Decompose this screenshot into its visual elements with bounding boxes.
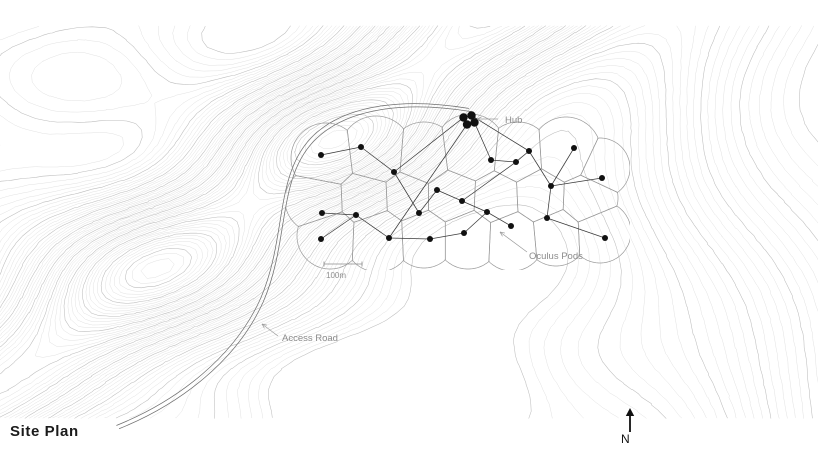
pod-node[interactable] xyxy=(513,159,519,165)
pod-node[interactable] xyxy=(461,230,467,236)
pod-node[interactable] xyxy=(391,169,397,175)
access-road[interactable] xyxy=(116,103,472,430)
hub-link xyxy=(471,115,530,152)
oculus-pod[interactable] xyxy=(516,168,565,223)
pod-node[interactable] xyxy=(571,145,577,151)
north-arrow xyxy=(625,408,635,432)
annotation-label-hub: Hub xyxy=(505,115,522,126)
scale-bar: 100m xyxy=(323,261,363,280)
pod-node[interactable] xyxy=(544,215,550,221)
pod-node[interactable] xyxy=(599,175,605,181)
annotation-label-road: Access Road xyxy=(282,333,338,344)
pod-link xyxy=(418,189,438,214)
hub-link xyxy=(474,122,492,161)
page-title: Site Plan xyxy=(10,423,79,440)
pod-link xyxy=(320,214,357,240)
pod-nodes[interactable] xyxy=(318,144,608,242)
pod-link xyxy=(355,214,390,239)
oculus-pod[interactable] xyxy=(385,171,429,222)
oculus-pod[interactable] xyxy=(533,209,581,267)
pod-link xyxy=(388,237,431,240)
pod-link xyxy=(550,177,603,187)
pod-node[interactable] xyxy=(508,223,514,229)
scale-bar-label: 100m xyxy=(326,271,346,280)
oculus-pod[interactable] xyxy=(296,211,355,270)
oculus-pod[interactable] xyxy=(444,210,491,270)
oculus-pod[interactable] xyxy=(399,121,448,184)
hub-node[interactable] xyxy=(470,118,479,127)
hub-node[interactable] xyxy=(467,111,476,120)
pod-node[interactable] xyxy=(488,157,494,163)
pod-link xyxy=(360,146,395,173)
pod-network xyxy=(320,115,606,240)
oculus-pod[interactable] xyxy=(340,173,388,223)
annotation-label-pods: Oculus Pods xyxy=(529,251,583,262)
pod-node[interactable] xyxy=(434,187,440,193)
oculus-pod[interactable] xyxy=(488,211,538,271)
pod-node[interactable] xyxy=(602,235,608,241)
pod-node[interactable] xyxy=(386,235,392,241)
pod-node[interactable] xyxy=(526,148,532,154)
pod-node[interactable] xyxy=(427,236,433,242)
pod-node[interactable] xyxy=(318,236,324,242)
pod-link xyxy=(546,217,606,239)
pod-node[interactable] xyxy=(548,183,554,189)
pod-node[interactable] xyxy=(358,144,364,150)
oculus-pod[interactable] xyxy=(401,210,446,269)
oculus-pod[interactable] xyxy=(428,169,476,223)
pod-link xyxy=(393,171,420,214)
pod-node[interactable] xyxy=(319,210,325,216)
pod-link xyxy=(528,150,552,187)
pod-node[interactable] xyxy=(484,209,490,215)
hub-node[interactable] xyxy=(462,120,472,129)
pod-link xyxy=(320,146,362,156)
pod-link xyxy=(461,161,517,202)
pod-node[interactable] xyxy=(459,198,465,204)
pod-link xyxy=(486,211,512,227)
pod-link xyxy=(461,200,488,213)
pod-link xyxy=(463,211,488,234)
oculus-pod[interactable] xyxy=(580,137,630,193)
pod-link xyxy=(429,232,465,240)
oculus-pod[interactable] xyxy=(577,205,631,264)
pod-link xyxy=(321,212,357,216)
oculus-pod[interactable] xyxy=(351,210,404,272)
pod-link xyxy=(436,189,463,202)
oculus-pod[interactable] xyxy=(562,174,619,223)
pod-link xyxy=(550,147,575,187)
oculus-pod[interactable] xyxy=(285,175,343,227)
hub-link xyxy=(388,124,468,239)
hub-link xyxy=(393,117,464,173)
hub-cluster[interactable] xyxy=(459,111,479,129)
oculus-pod[interactable] xyxy=(494,121,542,183)
pod-node[interactable] xyxy=(353,212,359,218)
pod-node[interactable] xyxy=(318,152,324,158)
pod-node[interactable] xyxy=(416,210,422,216)
north-label: N xyxy=(621,432,630,446)
hub-node[interactable] xyxy=(459,113,468,122)
pod-link xyxy=(546,185,552,219)
pod-link xyxy=(490,159,517,163)
